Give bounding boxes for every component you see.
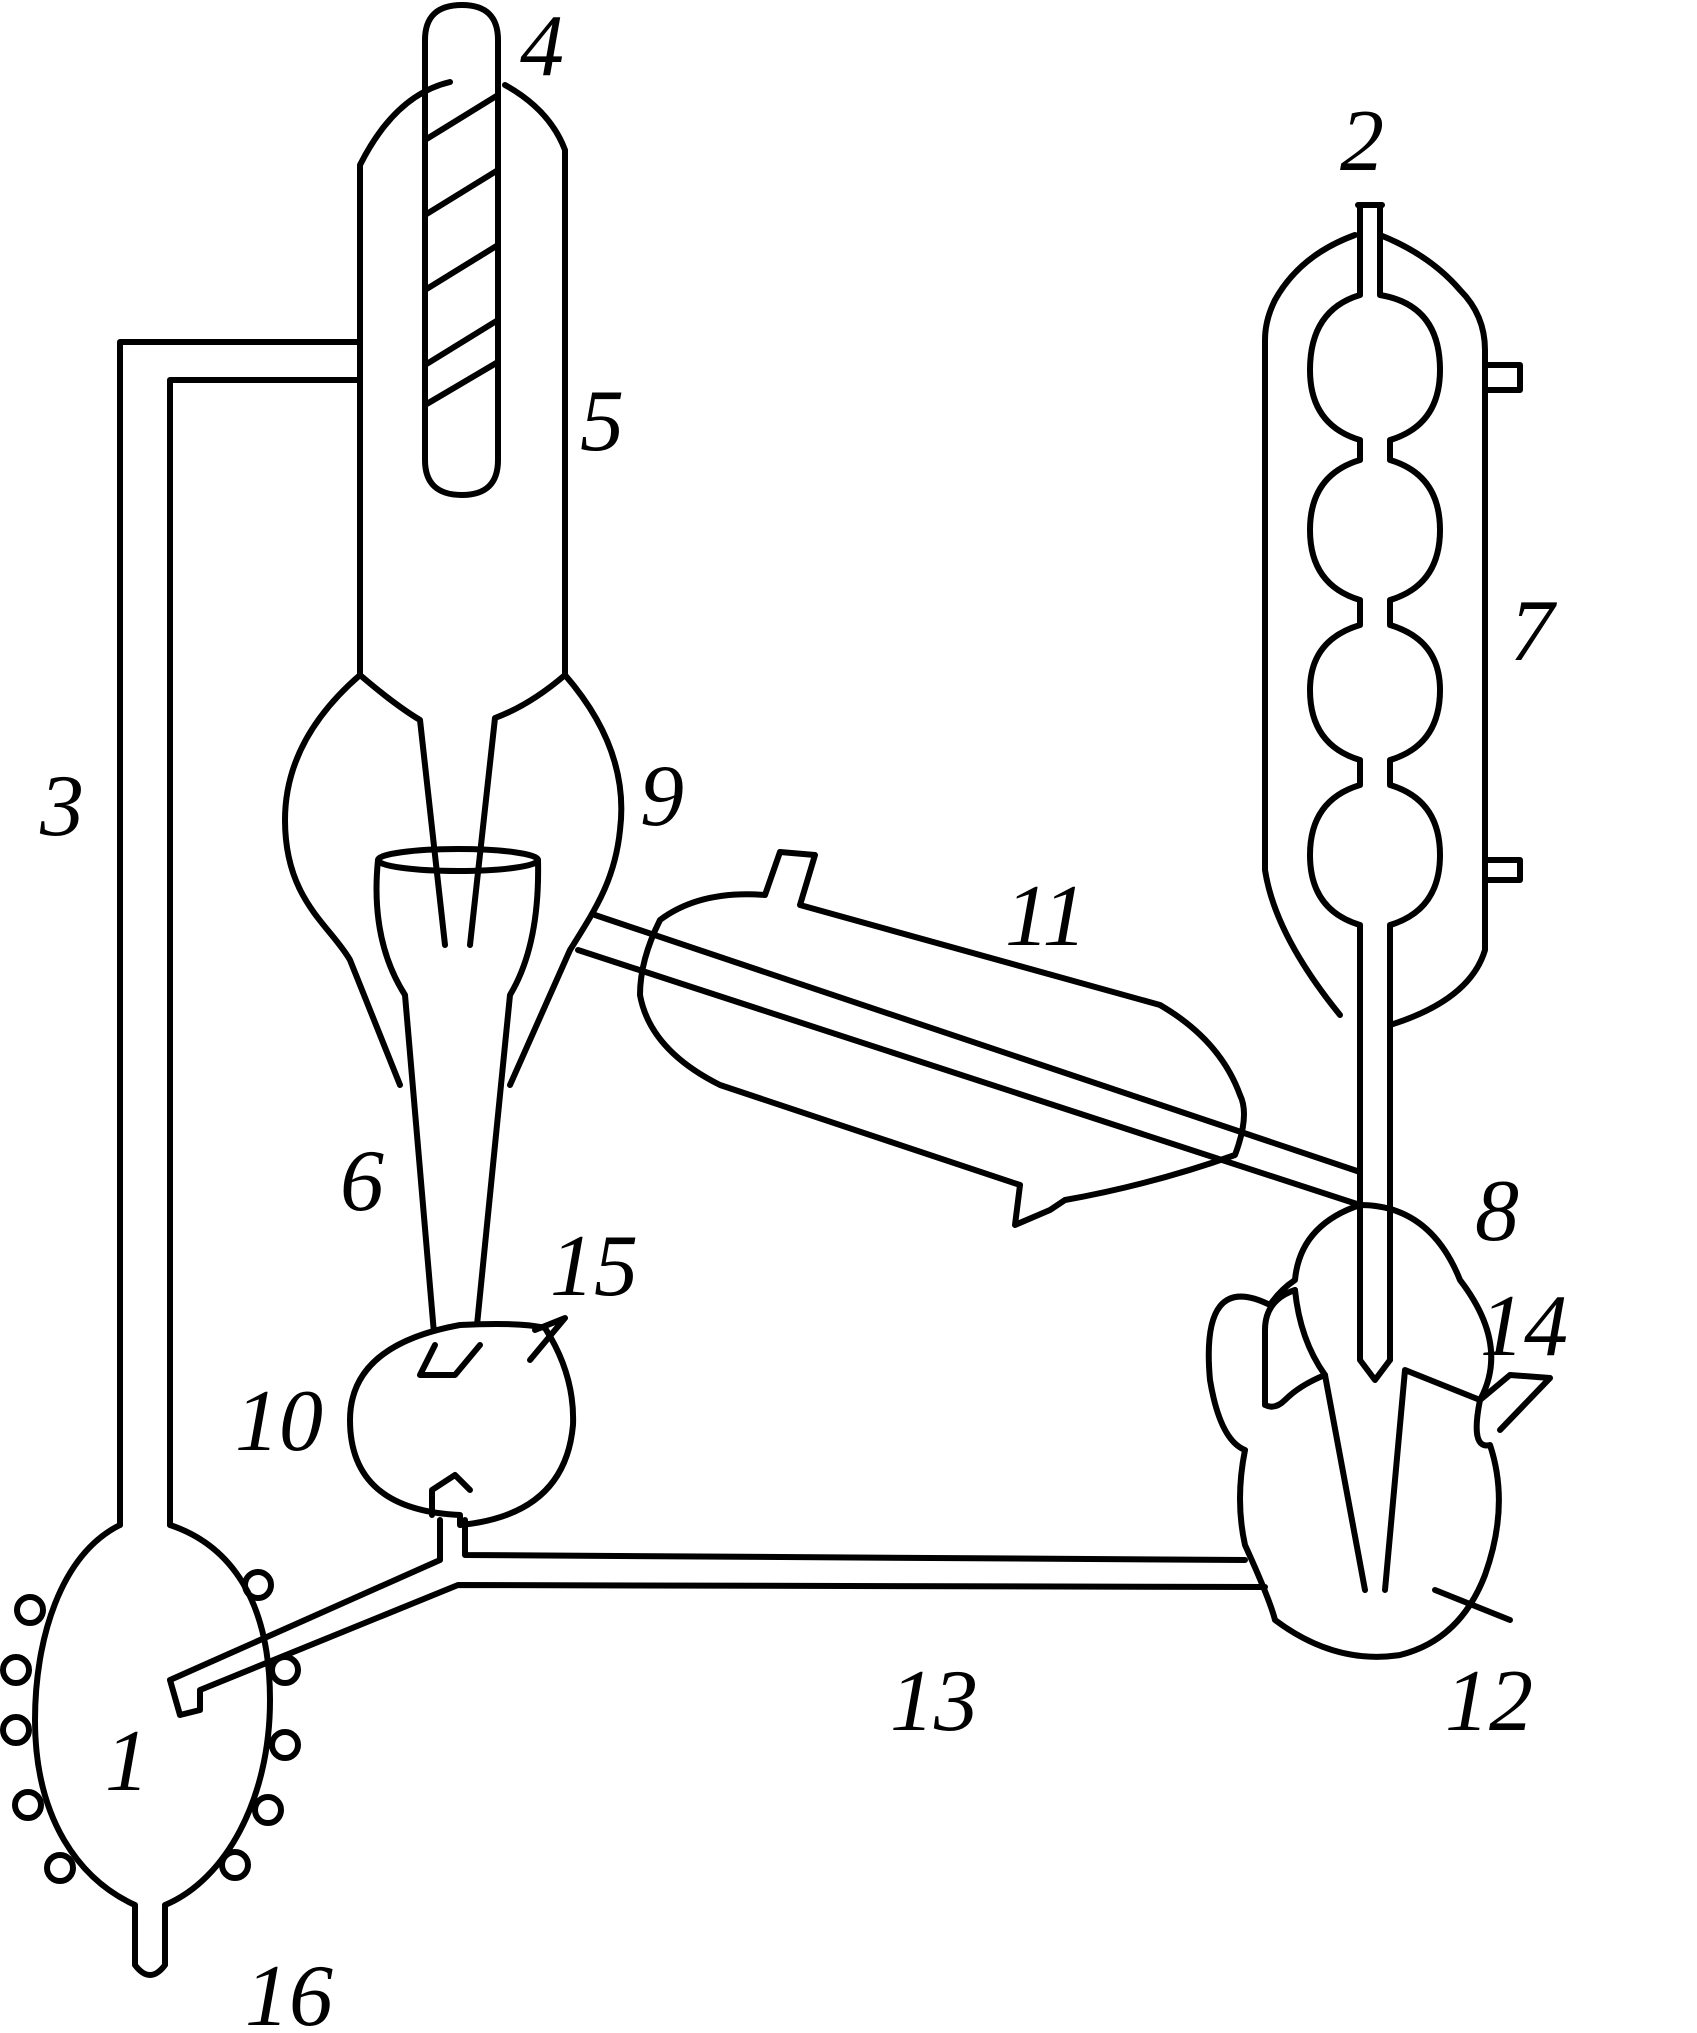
label-6: 6 [340, 1133, 384, 1230]
label-2: 2 [1340, 93, 1384, 190]
label-1: 1 [105, 1713, 149, 1810]
boiling-flask [0, 1522, 301, 1978]
separator [1205, 1202, 1553, 1660]
label-12: 12 [1445, 1653, 1533, 1750]
cold-finger [422, 2, 501, 498]
collector-bulb [282, 672, 625, 1088]
transfer-tube [575, 912, 1363, 1208]
funnel-cup [373, 846, 542, 1348]
label-15: 15 [550, 1218, 638, 1315]
label-4: 4 [520, 0, 564, 95]
label-13: 13 [890, 1653, 978, 1750]
label-9: 9 [640, 748, 684, 845]
label-7: 7 [1510, 583, 1558, 680]
heating-coil [0, 1569, 301, 1884]
return-line [167, 1517, 1268, 1718]
side-condenser [637, 849, 1247, 1228]
extraction-column [357, 79, 568, 678]
receiver-flask [347, 1315, 577, 1528]
label-14: 14 [1480, 1278, 1568, 1375]
label-11: 11 [1005, 868, 1086, 965]
label-8: 8 [1475, 1163, 1519, 1260]
labels: 1 2 3 4 5 6 7 8 9 10 11 12 13 14 15 16 [39, 0, 1568, 2033]
label-16: 16 [245, 1948, 333, 2033]
label-5: 5 [580, 373, 624, 470]
label-10: 10 [235, 1373, 323, 1470]
label-3: 3 [39, 758, 84, 855]
bulb-condenser [1262, 202, 1523, 1383]
vapor-tube [117, 339, 363, 1528]
